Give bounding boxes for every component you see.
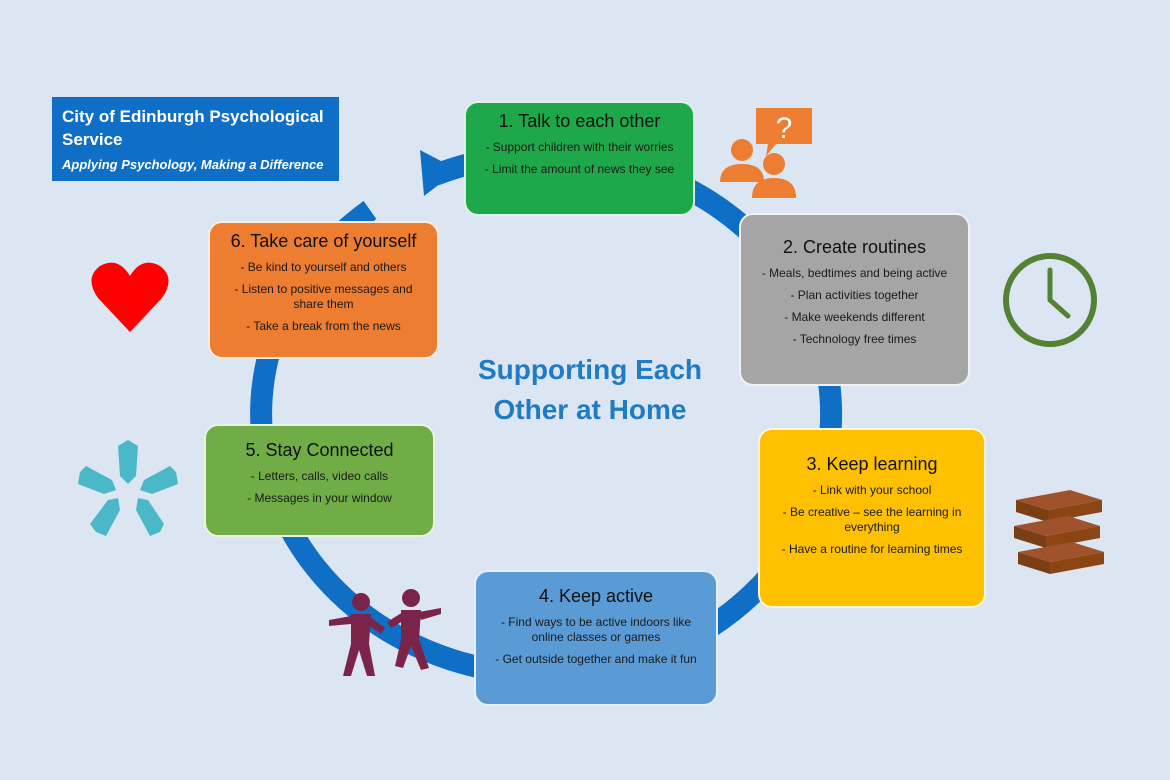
step-keep-learning: 3. Keep learning - Link with your school…: [758, 428, 986, 608]
step-item: - Listen to positive messages and share …: [234, 282, 413, 311]
step-title: 6. Take care of yourself: [230, 231, 417, 251]
step-item: - Be kind to yourself and others: [240, 260, 407, 274]
step-title: 4. Keep active: [538, 586, 654, 606]
step-item: - Have a routine for learning times: [781, 542, 963, 556]
step-item: - Meals, bedtimes and being active: [761, 266, 948, 280]
banner-title: City of Edinburgh Psychological Service: [62, 107, 324, 149]
step-item: - Letters, calls, video calls: [250, 469, 389, 483]
step-item: - Technology free times: [792, 332, 917, 346]
step-item: - Limit the amount of news they see: [484, 162, 675, 176]
step-talk-to-each-other: 1. Talk to each other - Support children…: [464, 101, 695, 216]
step-item: - Be creative – see the learning in ever…: [782, 505, 962, 534]
step-create-routines: 2. Create routines - Meals, bedtimes and…: [739, 213, 970, 386]
step-item: - Support children with their worries: [485, 140, 674, 154]
step-title: 1. Talk to each other: [498, 111, 661, 131]
books-icon: [1014, 490, 1104, 574]
clock-icon: [1003, 253, 1097, 347]
dancing-people-icon: [329, 589, 441, 676]
step-keep-active: 4. Keep active - Find ways to be active …: [474, 570, 718, 706]
hands-circle-icon: [78, 440, 178, 536]
step-take-care-of-yourself: 6. Take care of yourself - Be kind to yo…: [208, 221, 439, 359]
diagram-title: Supporting Each Other at Home: [478, 354, 702, 425]
step-item: - Take a break from the news: [246, 319, 401, 333]
step-item: - Find ways to be active indoors like on…: [500, 615, 692, 644]
organisation-banner: City of Edinburgh Psychological Service …: [52, 97, 339, 181]
step-stay-connected: 5. Stay Connected - Letters, calls, vide…: [204, 424, 435, 537]
heart-icon: [91, 262, 169, 332]
step-item: - Plan activities together: [790, 288, 919, 302]
step-item: - Link with your school: [812, 483, 932, 497]
banner-subtitle: Applying Psychology, Making a Difference: [62, 157, 324, 172]
step-title: 2. Create routines: [782, 237, 927, 257]
svg-text:?: ?: [776, 112, 793, 145]
step-title: 5. Stay Connected: [245, 440, 394, 460]
step-item: - Make weekends different: [784, 310, 925, 324]
talking-people-icon: ?: [720, 108, 812, 198]
step-title: 3. Keep learning: [806, 454, 938, 474]
step-item: - Messages in your window: [247, 491, 392, 505]
step-item: - Get outside together and make it fun: [495, 652, 697, 666]
